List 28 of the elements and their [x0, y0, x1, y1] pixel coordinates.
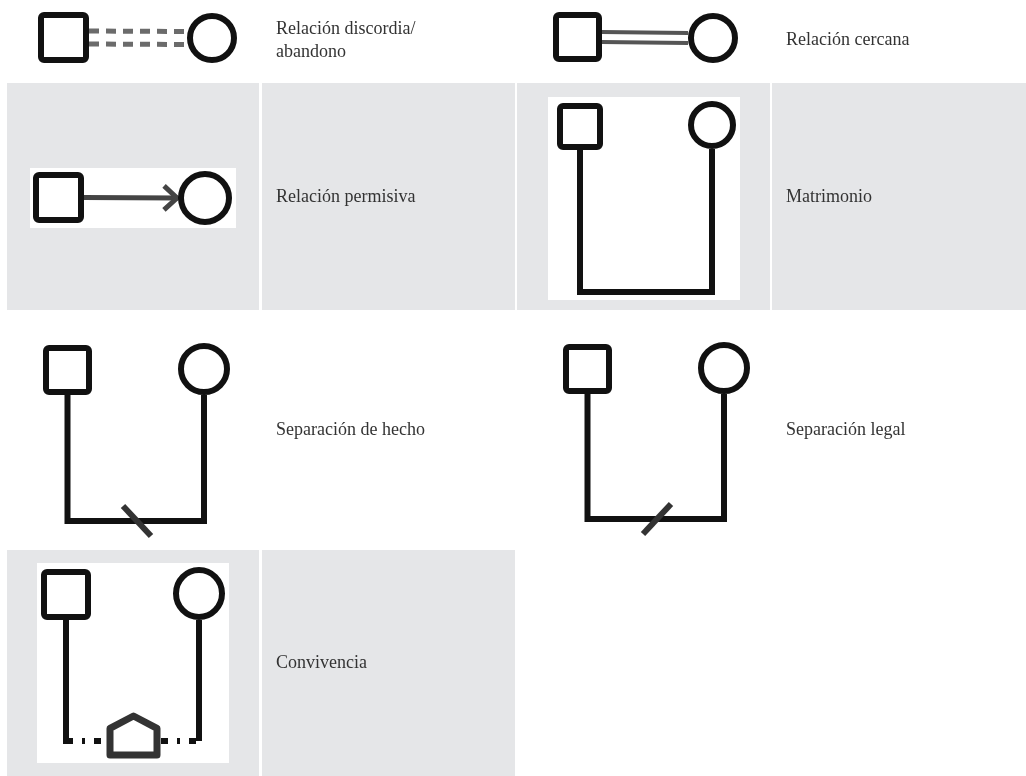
- circle-symbol: [688, 13, 738, 63]
- square-symbol: [557, 103, 603, 150]
- connector-line: [161, 620, 202, 744]
- circle-symbol: [173, 567, 225, 620]
- circle-symbol: [187, 13, 237, 63]
- square-symbol: [553, 12, 602, 62]
- legend-text: Relación cercana: [786, 28, 910, 52]
- house-symbol: [106, 712, 161, 759]
- square-symbol: [43, 345, 92, 395]
- square-symbol: [33, 172, 84, 223]
- connector-line: [584, 394, 727, 522]
- square-symbol: [563, 344, 612, 394]
- legend-text: Relación discordia/ abandono: [276, 16, 417, 63]
- arrow: [84, 183, 180, 213]
- circle-symbol: [178, 343, 230, 395]
- legend-text: Matrimonio: [786, 184, 872, 208]
- connector-line: [600, 30, 690, 45]
- square-symbol: [41, 569, 91, 620]
- legend-text: Convivencia: [276, 651, 367, 675]
- legend-text: Separación legal: [786, 418, 906, 442]
- circle-symbol: [688, 101, 736, 149]
- circle-symbol: [698, 342, 750, 394]
- legend-text: Separación de hecho: [276, 418, 425, 442]
- connector-line: [64, 395, 207, 524]
- legend-text: Relación permisiva: [276, 184, 416, 208]
- square-symbol: [38, 12, 89, 63]
- connector-line: [577, 149, 715, 295]
- circle-symbol: [178, 171, 232, 225]
